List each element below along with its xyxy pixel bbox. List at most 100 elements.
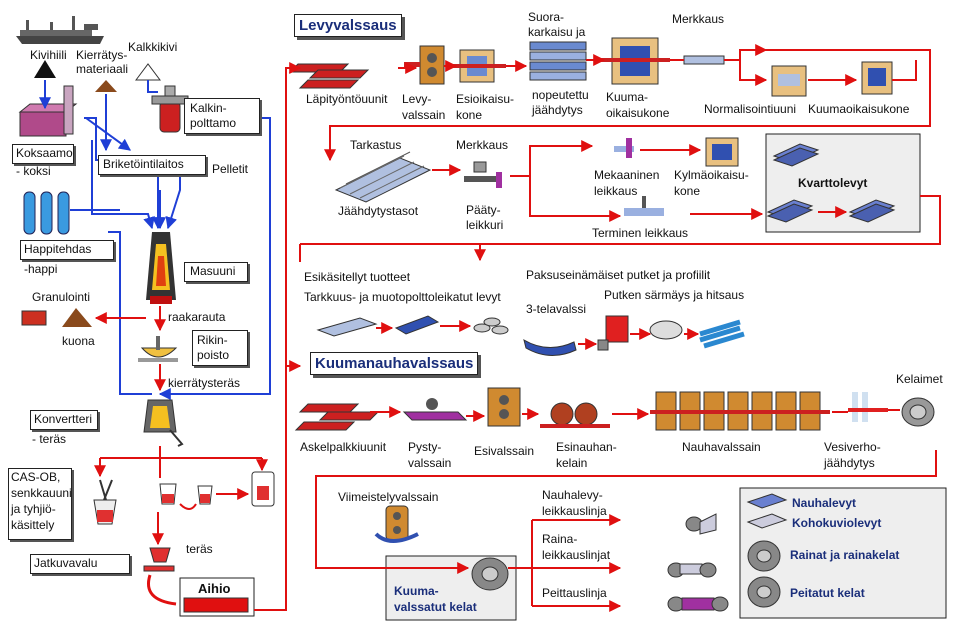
label-briketointilaitos: Briketöintilaitos [103, 157, 184, 171]
label-kuumavalssatut-1: Kuuma- [394, 584, 439, 598]
label-peittauslinja: Peittauslinja [542, 586, 607, 600]
ship-icon [16, 16, 104, 44]
label-esikasitellyt: Esikäsitellyt tuotteet [304, 270, 411, 284]
askelpalkkiuunit-icon [294, 403, 380, 431]
happitehdas-icon [23, 191, 70, 235]
esikasitellyt-plate-icon [316, 317, 378, 337]
label-pelletit: Pelletit [212, 162, 249, 176]
label-nauhalevyleikkaus-1: Nauhalevy- [542, 488, 603, 502]
rikinpoisto-icon [138, 336, 178, 362]
label-raakarauta: raakarauta [168, 310, 226, 324]
label-esioikaisukone-1: Esioikaisu- [456, 92, 515, 106]
label-kierratys-1: Kierrätys- [76, 48, 128, 62]
kuona-pile-icon [62, 308, 92, 327]
label-merkkaus-2: Merkkaus [456, 138, 509, 152]
masuuni-icon [146, 232, 176, 304]
label-levyvalssain-1: Levy- [402, 92, 432, 106]
lapityontouunit-icon [288, 63, 370, 89]
nauhavalssain-icon [650, 391, 830, 431]
label-pystyvalssain-1: Pysty- [408, 440, 442, 454]
label-suorakarkaisu-1: Suora- [528, 10, 565, 24]
box-casob [8, 468, 72, 540]
label-kolmitelavalssi: 3-telavalssi [526, 302, 587, 316]
label-konvertteri-2: - teräs [32, 432, 67, 446]
box-konvertteri [30, 410, 98, 430]
box-kalkinpolttamo [184, 98, 260, 134]
putken-sarmays-icon [597, 315, 745, 351]
esinauhankelain-icon [540, 402, 610, 428]
box-masuuni [184, 262, 248, 282]
legend-icons [746, 493, 788, 608]
label-kuumaoikaisukone-2b: Kuumaoikaisukone [808, 102, 910, 116]
granulointi-icon [21, 310, 47, 326]
red-flow-lines [94, 44, 941, 612]
normalisointiuuni-icon [771, 65, 807, 97]
label-casob-3: ja tyhjiö- [11, 502, 56, 516]
kvarttolevyt-stack-icon [766, 143, 896, 223]
label-casob-1: CAS-OB, [11, 470, 61, 484]
label-suorakarkaisu-4: jäähdytys [532, 103, 583, 117]
label-jaahdytystasot: Jäähdytystasot [338, 204, 419, 218]
kierratys-pile-icon [95, 80, 117, 92]
label-pystyvalssain-2: valssain [408, 456, 452, 470]
mekaaninen-icon [614, 138, 634, 158]
label-granulointi: Granulointi [32, 290, 91, 304]
legend-item-rainat: Rainat ja rainakelat [790, 548, 900, 562]
label-raina-1: Raina- [542, 532, 578, 546]
label-kuona: kuona [62, 334, 95, 348]
label-aihio: Aihio [198, 581, 231, 596]
kylmaoikaisukone-icon [705, 137, 739, 167]
label-vesiverho-2: jäähdytys [824, 456, 875, 470]
label-raina-2: leikkauslinjat [542, 548, 611, 562]
label-nauhalevyleikkaus-2: leikkauslinja [542, 504, 607, 518]
box-jatkuvavalu [30, 554, 130, 574]
vesiverho-icon [848, 392, 888, 422]
legend-item-kohokuviolevyt: Kohokuviolevyt [792, 516, 882, 530]
label-kvarttolevyt: Kvarttolevyt [798, 176, 868, 190]
label-masuuni: Masuuni [190, 264, 236, 278]
label-kelaimet: Kelaimet [896, 372, 943, 386]
kuumavalssatut-coil-icon [471, 557, 509, 591]
legend-item-peitatut: Peitatut kelat [790, 586, 865, 600]
suorakarkaisu-icon [529, 41, 587, 81]
label-happitehdas-2: -happi [24, 262, 58, 276]
peittauslinja-icon [667, 596, 729, 612]
box-briketointilaitos [98, 155, 206, 175]
pystyvalssain-icon [402, 398, 468, 421]
label-koksaamo-1: Koksaamo [16, 146, 73, 160]
label-esioikaisukone-2: kone [456, 108, 483, 122]
label-rikinpoisto-2: poisto [197, 348, 230, 362]
label-suorakarkaisu-3: nopeutettu [532, 88, 589, 102]
paatyleikkuri-icon [464, 161, 502, 188]
viimeistelyvalssain-icon [374, 505, 419, 543]
label-tarkkuus: Tarkkuus- ja muotopolttoleikatut levyt [304, 290, 501, 304]
label-mekaaninen-2: leikkaus [594, 184, 638, 198]
kuumaoikaisukone2-icon [861, 61, 893, 95]
kelaimet-icon [901, 397, 935, 427]
label-paatyleikkuri-1: Pääty- [466, 203, 501, 217]
label-kierratysteras: kierrätysteräs [168, 376, 241, 390]
label-kivihiili: Kivihiili [30, 48, 67, 62]
kalkkikivi-pile-icon [135, 63, 161, 81]
label-happitehdas-1: Happitehdas [24, 242, 92, 256]
label-kuumaoikaisukone-1: Kuuma- [606, 90, 649, 104]
label-viimeistely: Viimeistelyvalssain [338, 490, 439, 504]
label-normalisointiuuni: Normalisointiuuni [704, 102, 797, 116]
label-teras: teräs [186, 542, 213, 556]
koksaamo-icon [18, 85, 78, 137]
label-casob-4: käsittely [11, 518, 55, 532]
levyvalssain-icon [404, 45, 445, 85]
aihio-slab-icon [183, 597, 249, 613]
konvertteri-icon [143, 399, 184, 447]
label-vesiverho-1: Vesiverho- [824, 440, 881, 454]
kivihiili-pile-icon [34, 60, 56, 78]
label-mekaaninen-1: Mekaaninen [594, 168, 660, 182]
label-kuumaoikaisukone-2: oikaisukone [606, 106, 670, 120]
label-kylmaoikaisukone-2: kone [674, 184, 701, 198]
label-paatyleikkuri-2: leikkuri [466, 218, 504, 232]
terminen-icon [624, 196, 664, 216]
label-terminen: Terminen leikkaus [592, 226, 689, 240]
label-paksuseinaiset: Paksuseinämäiset putket ja profiilit [526, 268, 711, 282]
label-konvertteri-1: Konvertteri [34, 412, 93, 426]
nauhalevyleikkaus-icon [685, 513, 717, 535]
